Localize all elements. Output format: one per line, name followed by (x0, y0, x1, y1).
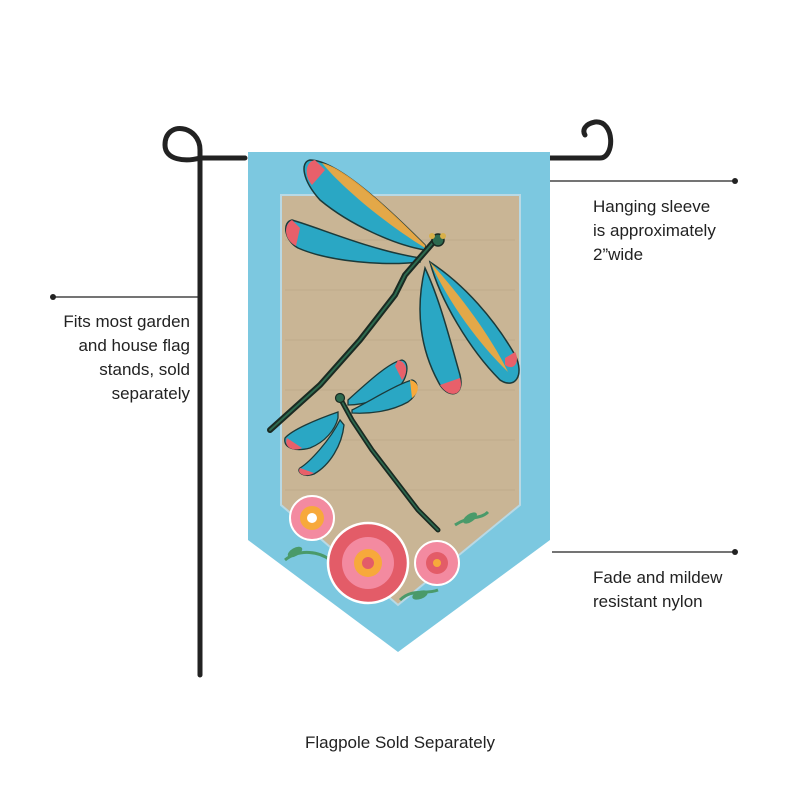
stand-compatibility-annotation: Fits most garden and house flag stands, … (63, 312, 190, 403)
flagpole-caption: Flagpole Sold Separately (305, 733, 495, 752)
large-dragonfly (267, 159, 520, 433)
material-annotation: Fade and mildew resistant nylon (593, 568, 723, 611)
sleeve-annotation: Hanging sleeve is approximately 2”wide (593, 197, 716, 264)
flag-stand (162, 119, 614, 678)
flower-cluster (284, 495, 490, 605)
callout-lines (50, 178, 738, 555)
small-dragonfly (284, 359, 441, 533)
